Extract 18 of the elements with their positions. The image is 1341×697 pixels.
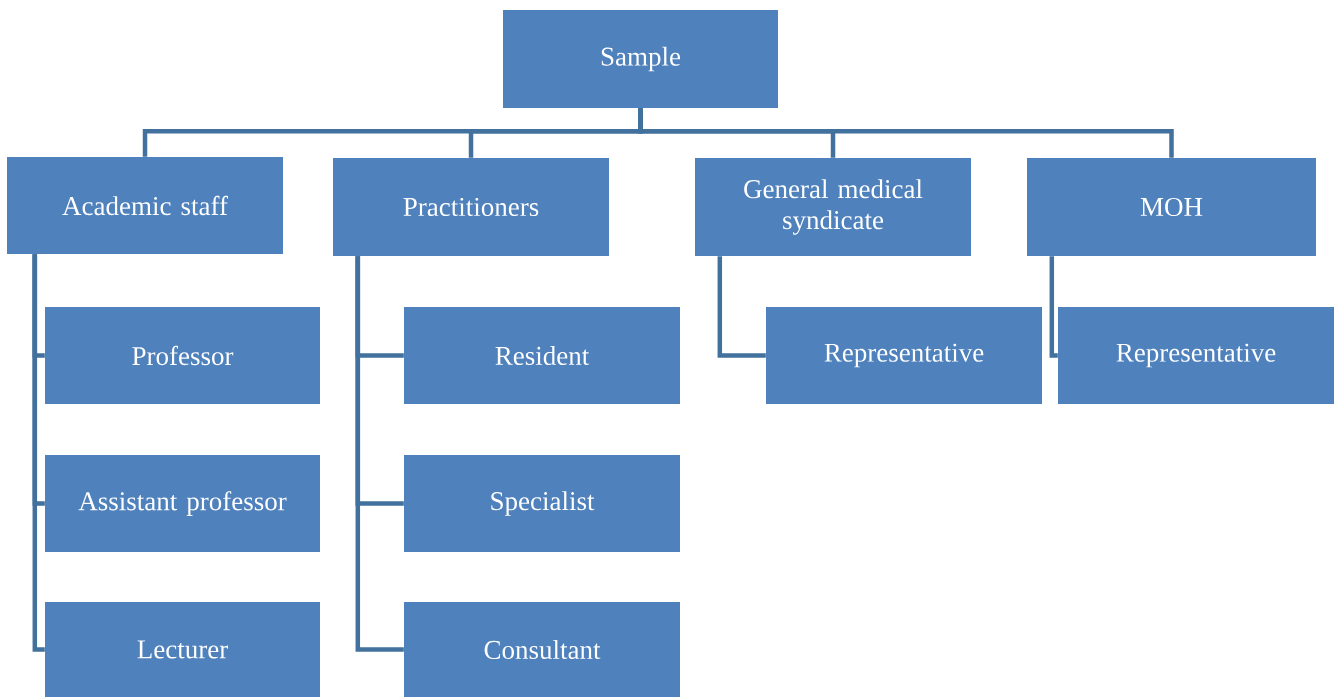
org-box: Representative <box>766 307 1042 404</box>
connector <box>1049 256 1058 358</box>
org-box: Practitioners <box>333 158 609 256</box>
connector <box>638 108 1174 158</box>
org-box: Lecturer <box>45 602 320 697</box>
org-box: Sample <box>503 10 778 108</box>
org-box: Consultant <box>404 602 680 697</box>
connector <box>717 256 766 358</box>
connector <box>32 254 45 652</box>
org-box: Assistant professor <box>45 455 320 552</box>
org-box: Academic staff <box>7 157 283 254</box>
org-box: General medical syndicate <box>695 158 971 256</box>
org-box: Professor <box>45 307 320 404</box>
org-box: Resident <box>404 307 680 404</box>
org-box: Specialist <box>404 455 680 552</box>
org-box: Representative <box>1058 307 1334 404</box>
connector <box>355 256 404 652</box>
org-box: MOH <box>1027 158 1316 256</box>
